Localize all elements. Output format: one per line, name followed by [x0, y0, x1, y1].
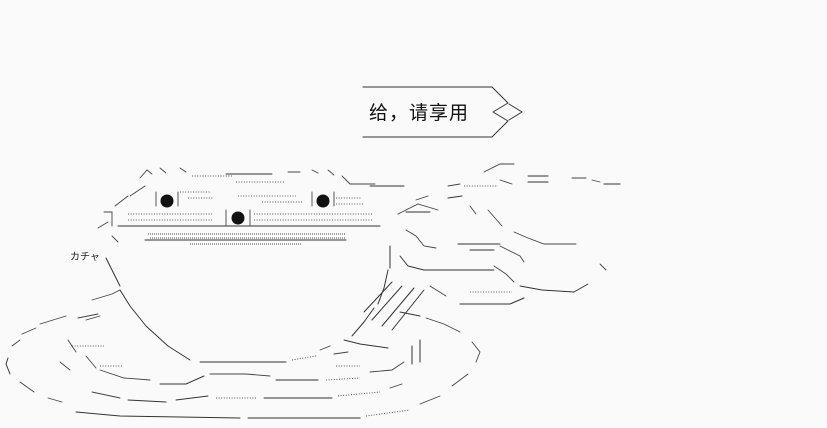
steam-wisps [405, 163, 621, 213]
speech-bubble [362, 86, 523, 138]
saucer [5, 311, 481, 419]
left-eye-icon [160, 194, 174, 208]
cup-handle [397, 195, 607, 305]
spoon-strokes [333, 281, 425, 367]
right-eye-icon [316, 194, 330, 208]
cup-rim [114, 167, 405, 207]
cup-body [85, 245, 391, 363]
sound-effect-label: カチャ [70, 252, 100, 263]
nose-dot-icon [231, 211, 245, 225]
coffee-surface [97, 191, 381, 245]
speech-bubble-text: 给，请享用 [369, 102, 470, 124]
